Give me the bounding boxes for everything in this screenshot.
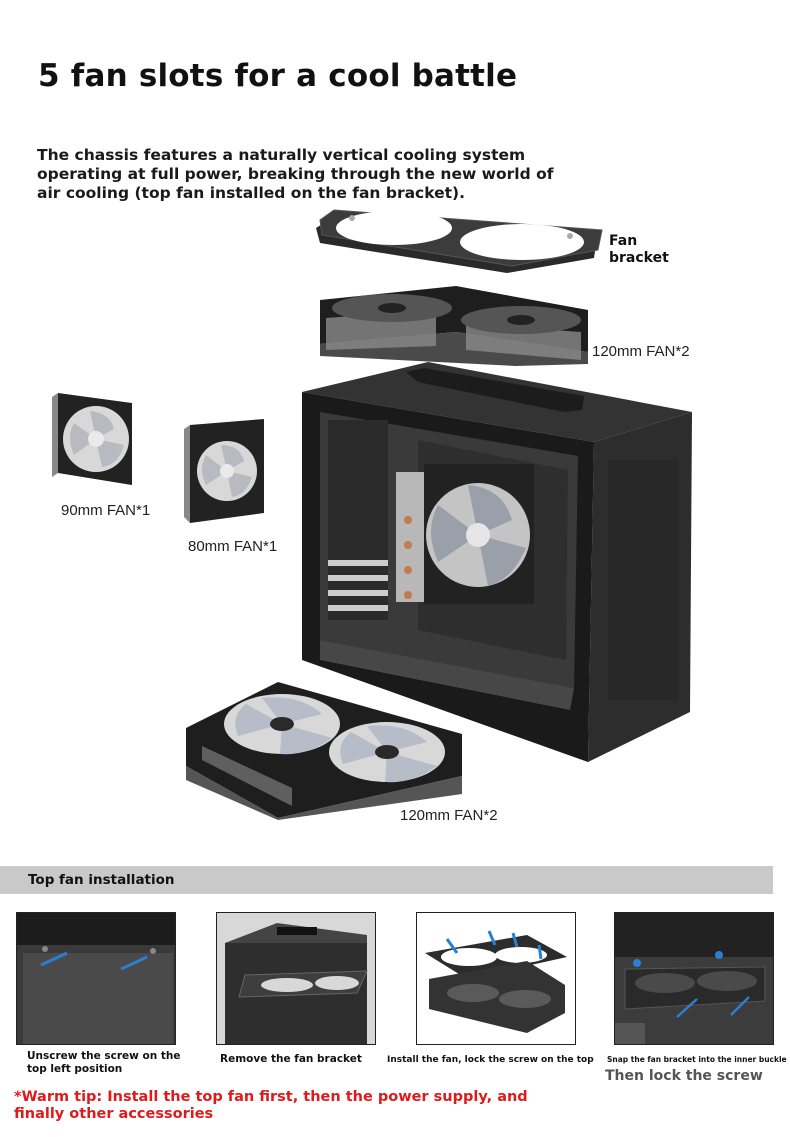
bottom-fans-label: 120mm FAN*2 bbox=[400, 807, 498, 824]
warm-tip: *Warm tip: Install the top fan first, th… bbox=[14, 1089, 528, 1122]
section-title: Top fan installation bbox=[28, 872, 175, 888]
fan-bracket-label-line1: Fan bbox=[609, 233, 638, 249]
screw-arrow-icon bbox=[40, 951, 68, 967]
fan-90mm-image bbox=[52, 393, 132, 485]
fan-90mm-label: 90mm FAN*1 bbox=[61, 502, 151, 519]
fan-80mm-label: 80mm FAN*1 bbox=[188, 538, 278, 555]
fan-80mm-image bbox=[184, 419, 264, 523]
page-title: 5 fan slots for a cool battle bbox=[38, 58, 518, 94]
step-4-caption-2: Then lock the screw bbox=[605, 1068, 763, 1084]
section-header: Top fan installation bbox=[0, 866, 773, 894]
step-3-caption: Install the fan, lock the screw on the t… bbox=[387, 1055, 594, 1065]
step-4-caption: Snap the fan bracket into the inner buck… bbox=[607, 1055, 787, 1064]
top-fans-label: 120mm FAN*2 bbox=[592, 343, 690, 360]
step-2-caption: Remove the fan bracket bbox=[220, 1053, 362, 1065]
step-1-image bbox=[16, 912, 176, 1045]
chassis-image bbox=[302, 362, 692, 762]
step-2-image bbox=[216, 912, 376, 1045]
fan-bracket-label-line2: bracket bbox=[609, 250, 669, 266]
top-fans-image bbox=[320, 286, 588, 366]
step-4-image bbox=[614, 912, 774, 1045]
fan-bracket-label: Fan bracket bbox=[609, 233, 669, 267]
step-3-image bbox=[416, 912, 576, 1045]
fan-bracket-image bbox=[316, 209, 603, 273]
bottom-fans-image bbox=[186, 682, 462, 820]
intro-text: The chassis features a naturally vertica… bbox=[37, 146, 554, 202]
step-1-caption: Unscrew the screw on the top left positi… bbox=[27, 1050, 181, 1075]
